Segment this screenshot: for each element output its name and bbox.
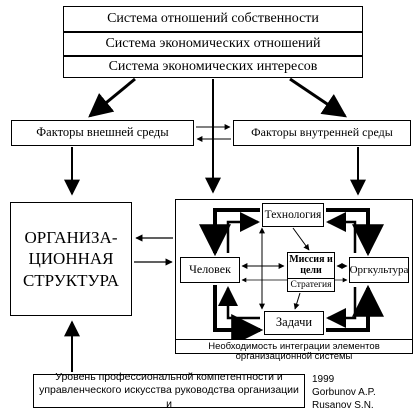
org-structure-line3: СТРУКТУРА — [22, 270, 120, 290]
org-structure-line2: ЦИОННАЯ — [28, 249, 114, 269]
loop-human-to-tech-inner — [226, 212, 260, 253]
arrow-systems-to-internal — [289, 77, 347, 118]
credit-year: 1999 — [312, 374, 335, 385]
external-factors-box: Факторы внешней среды — [11, 120, 194, 146]
link-mission-to-tasks — [293, 292, 301, 310]
loop-tasks-to-culture-outer — [326, 284, 384, 332]
mission-box: Миссия и цели Стратегия — [287, 252, 335, 292]
economic-interests-box: Система экономических интересов — [63, 56, 363, 78]
organizational-system-frame — [175, 199, 413, 340]
technology-box: Технология — [262, 203, 324, 227]
loop-culture-to-tech-inner — [326, 212, 357, 253]
competence-box: Уровень профессиональной компетентности … — [33, 371, 305, 410]
culture-box: Оргкультура — [349, 257, 409, 283]
credit-block: 1999 Gorbunov A.P. Rusanov S.N. — [312, 373, 412, 412]
strategy-label: Стратегия — [288, 277, 334, 290]
ownership-system-box: Система отношений собственности — [63, 6, 363, 32]
link-tech-to-mission — [292, 227, 310, 251]
internal-factors-box: Факторы внутренней среды — [233, 120, 411, 146]
economic-relations-box: Система экономических отношений — [63, 32, 363, 56]
tasks-box: Задачи — [264, 311, 324, 335]
integration-note-line1: Необходимость интеграции элементов — [175, 340, 413, 354]
mission-label: Миссия и цели — [289, 253, 333, 276]
integration-note-line2: организационной системы — [235, 351, 353, 362]
org-structure-box: ОРГАНИЗА- ЦИОННАЯ СТРУКТУРА — [10, 202, 132, 316]
loop-tasks-to-human-inner — [218, 286, 260, 320]
loop-culture-to-tasks-inner — [326, 287, 357, 328]
loop-human-to-tasks-outer — [213, 285, 264, 346]
credit-author2: Rusanov S.N. — [312, 400, 374, 411]
org-structure-line1: ОРГАНИЗА- — [24, 228, 118, 248]
loop-tech-to-culture-outer — [326, 208, 384, 257]
arrow-systems-to-external — [88, 77, 136, 118]
human-box: Человек — [180, 257, 240, 283]
credit-author1: Gorbunov A.P. — [312, 387, 376, 398]
loop-tech-to-human-outer — [199, 208, 260, 257]
